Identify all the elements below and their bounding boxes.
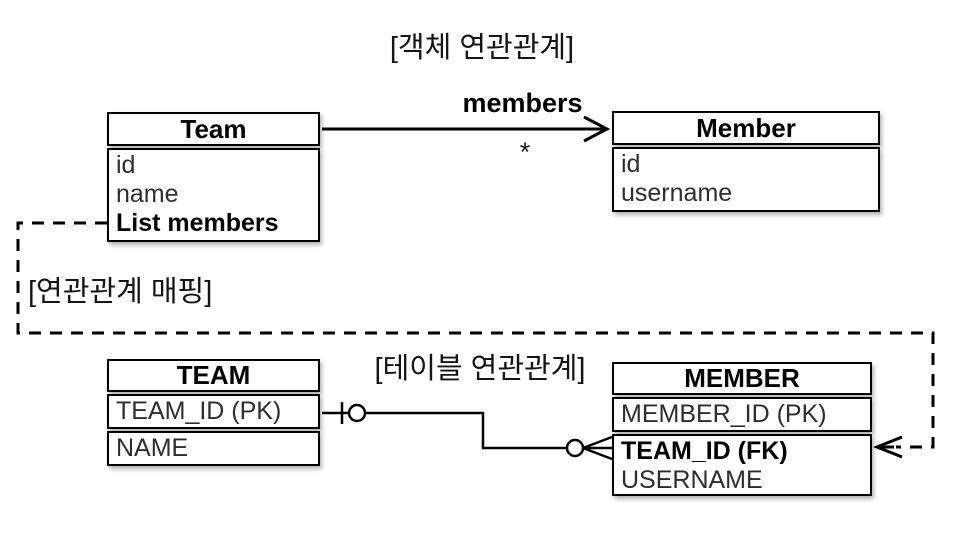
member-table-box: MEMBER MEMBER_ID (PK) TEAM_ID (FK) USERN… xyxy=(612,362,872,496)
member-table-row-pk: MEMBER_ID (PK) xyxy=(612,397,872,432)
object-diagram-title: [객체 연관관계] xyxy=(389,32,575,64)
member-class-field-username: username xyxy=(621,179,733,207)
team-table-header: TEAM xyxy=(107,359,320,392)
team-table-row-pk: TEAM_ID (PK) xyxy=(107,394,320,429)
fk-open-arrowhead-icon xyxy=(872,435,903,459)
crow-foot-many-icon xyxy=(582,435,613,461)
team-class-header: Team xyxy=(107,112,320,146)
member-table-row-username: USERNAME xyxy=(621,466,763,494)
association-multiplicity: * xyxy=(519,137,531,167)
member-class-field-id: id xyxy=(621,150,641,178)
team-class-field-list-members: List members xyxy=(116,209,279,237)
team-class-box: Team id name List members xyxy=(107,112,320,242)
member-table-row-fk-username: TEAM_ID (FK) USERNAME xyxy=(612,434,872,496)
circle-notation-icon xyxy=(347,403,367,423)
mapping-dashed-connector xyxy=(16,221,935,459)
member-table-row-fk: TEAM_ID (FK) xyxy=(621,437,788,465)
team-class-body: id name List members xyxy=(107,148,320,242)
team-table-row-name: NAME xyxy=(107,431,320,466)
mapping-section-label: [연관관계 매핑] xyxy=(28,276,213,308)
table-diagram-title: [테이블 연관관계] xyxy=(374,353,586,385)
team-class-field-name: name xyxy=(116,180,179,208)
team-table-box: TEAM TEAM_ID (PK) NAME xyxy=(107,359,320,466)
member-class-body: id username xyxy=(612,147,880,212)
relationship-line xyxy=(322,402,613,461)
association-label: members xyxy=(462,88,583,118)
team-class-field-id: id xyxy=(116,151,136,179)
member-class-box: Member id username xyxy=(612,111,880,212)
member-table-header: MEMBER xyxy=(612,362,872,395)
member-class-header: Member xyxy=(612,111,880,145)
association-arrow xyxy=(322,115,611,143)
open-arrowhead-icon xyxy=(583,115,611,143)
circle-notation-icon xyxy=(565,438,585,458)
